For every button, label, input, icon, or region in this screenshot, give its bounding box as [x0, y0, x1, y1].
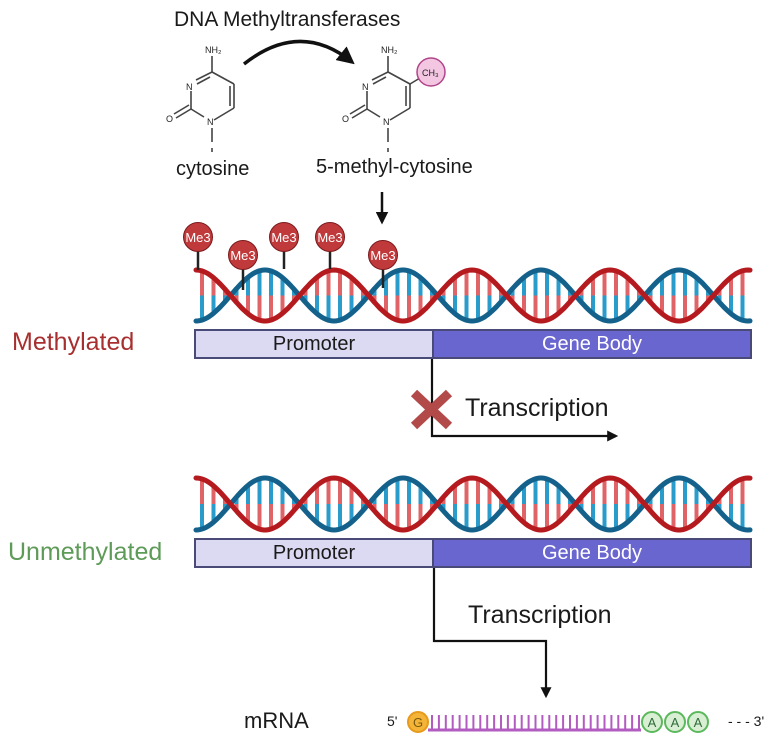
- x-icon: [410, 389, 453, 430]
- poly-a-nucleotide: A: [641, 711, 663, 733]
- cytosine-amine: NH₂: [205, 45, 222, 55]
- cytosine-n3: N: [186, 82, 193, 92]
- methyl-cytosine-n1: N: [383, 117, 390, 127]
- methyl-mark: Me3: [315, 222, 345, 252]
- dna-helix-unmethylated: [193, 475, 753, 533]
- three-prime-label: - - - 3': [728, 713, 765, 729]
- methyl-mark: Me3: [368, 240, 398, 270]
- cytosine-structure: [173, 56, 235, 152]
- gene-body-region-methylated: Gene Body: [432, 329, 752, 359]
- gene-body-label: Gene Body: [541, 332, 643, 355]
- dna-strand-blue: [193, 475, 753, 533]
- promoter-region-unmethylated: Promoter: [194, 538, 434, 568]
- methyl-cytosine-n3: N: [362, 82, 369, 92]
- gene-body-region-unmethylated: Gene Body: [432, 538, 752, 568]
- methylated-label: Methylated: [12, 328, 135, 356]
- methyl-mark: Me3: [183, 222, 213, 252]
- methyl-cytosine-oxygen: O: [342, 114, 349, 124]
- methyl-group-label: CH₃: [422, 68, 439, 78]
- cytosine-oxygen: O: [166, 114, 173, 124]
- transcription-label-blocked: Transcription: [465, 394, 609, 422]
- transcription-label: Transcription: [468, 601, 612, 629]
- methyl-cytosine-structure: [349, 56, 421, 152]
- dna-strand-blue: [193, 267, 753, 324]
- g-cap: G: [407, 711, 429, 733]
- poly-a-nucleotide: A: [664, 711, 686, 733]
- dna-helix-methylated: [193, 267, 753, 324]
- methyl-group-highlight: [416, 57, 446, 87]
- promoter-label: Promoter: [272, 332, 356, 355]
- methyl-mark: Me3: [228, 240, 258, 270]
- promoter-region-methylated: Promoter: [194, 329, 434, 359]
- cytosine-n1: N: [207, 117, 214, 127]
- mrna-strand: [428, 715, 641, 732]
- cytosine-label: cytosine: [176, 158, 250, 180]
- mrna-label: mRNA: [244, 708, 309, 733]
- dna-strand-red: [193, 267, 753, 324]
- transcription-arrow: [432, 568, 552, 699]
- dna-strand-red: [193, 475, 753, 533]
- gene-body-label: Gene Body: [541, 541, 643, 564]
- promoter-label: Promoter: [272, 541, 356, 564]
- methyl-mark: Me3: [269, 222, 299, 252]
- methyl-cytosine-amine: NH₂: [381, 45, 398, 55]
- five-prime-label: 5': [387, 713, 398, 729]
- transcription-arrow-blocked: [430, 359, 619, 442]
- methylation-arrow: [242, 39, 355, 66]
- enzyme-title: DNA Methyltransferases: [174, 8, 401, 31]
- unmethylated-label: Unmethylated: [8, 538, 163, 566]
- poly-a-nucleotide: A: [687, 711, 709, 733]
- methyl-cytosine-label: 5-methyl-cytosine: [316, 156, 473, 178]
